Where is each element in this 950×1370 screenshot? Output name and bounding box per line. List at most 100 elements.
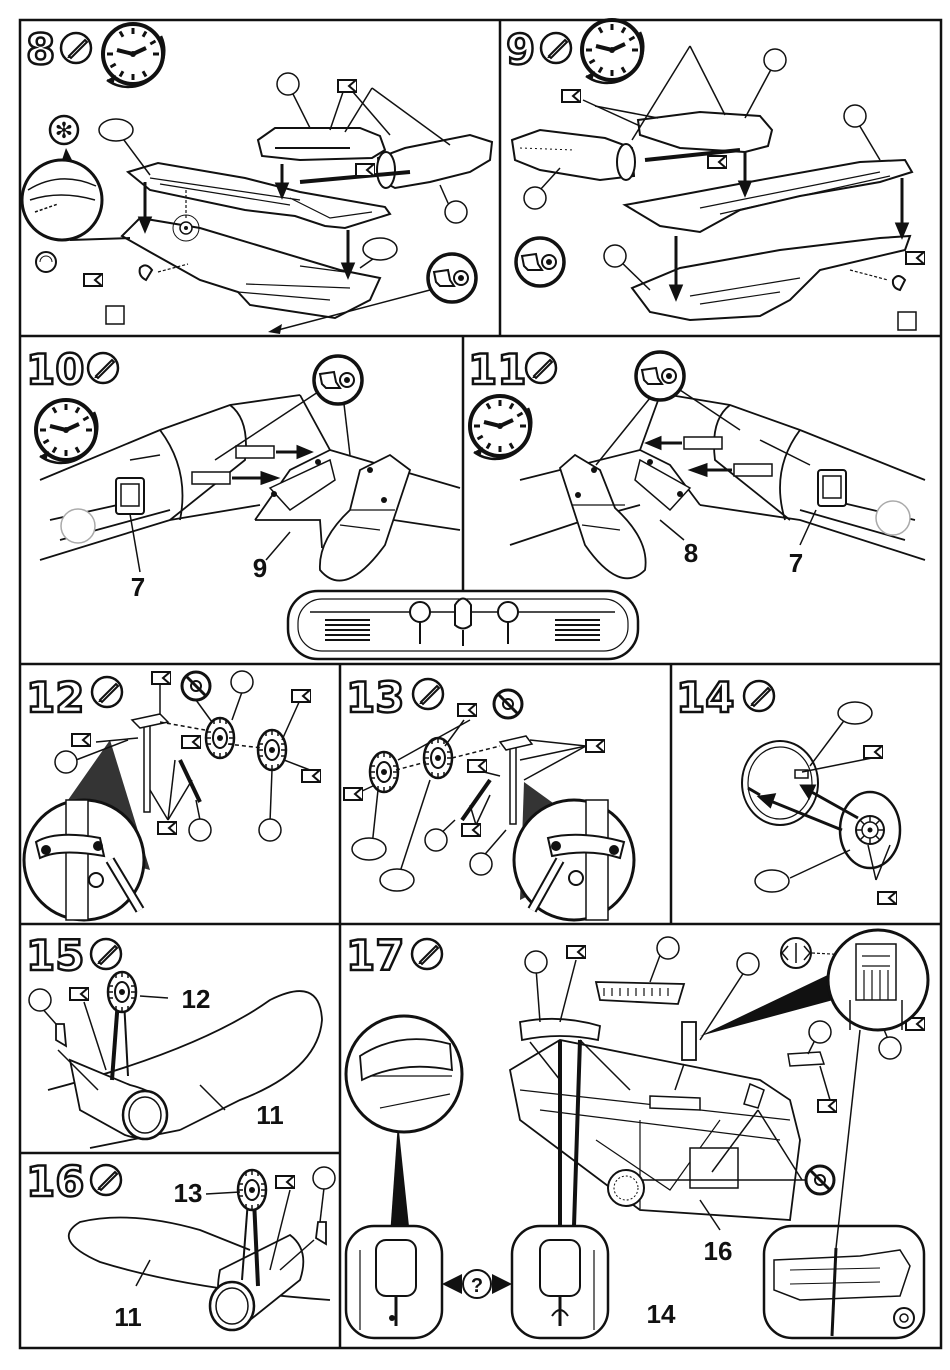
part-number-circle <box>189 819 211 841</box>
part-number-circle <box>809 1021 831 1043</box>
part-number-circle <box>29 989 51 1011</box>
part-label: 9 <box>253 553 267 583</box>
antenna-mast-part <box>682 1022 696 1060</box>
drying-time-clock-icon <box>36 400 97 463</box>
wheel-part <box>206 718 234 758</box>
part-label: 11 <box>256 1100 284 1130</box>
step-number: 10 <box>26 345 84 394</box>
decal-flag-icon <box>356 164 374 176</box>
wheel-part <box>108 972 136 1012</box>
flap-part <box>635 460 690 510</box>
glue-icon <box>744 681 774 711</box>
part-number-circle <box>524 187 546 209</box>
decal-flag-icon <box>586 740 604 752</box>
part-number-circle <box>844 105 866 127</box>
no-glue-icon <box>494 690 522 718</box>
glue-icon <box>412 939 442 969</box>
part-number-circle <box>525 951 547 973</box>
part-number-circle <box>737 953 759 975</box>
radiator-insert <box>236 446 274 458</box>
glue-icon <box>541 33 571 63</box>
step-number: 9 <box>506 25 535 74</box>
part-label: 7 <box>131 572 145 602</box>
decal-flag-icon <box>276 1176 294 1188</box>
step-number: 16 <box>26 1157 84 1206</box>
decal-flag-icon <box>344 788 362 800</box>
decal-flag-icon <box>567 946 585 958</box>
no-glue-icon <box>806 1166 834 1194</box>
step-14: 14 <box>676 673 900 904</box>
step-number: 17 <box>346 931 404 980</box>
no-glue-icon <box>182 672 210 700</box>
step-9: 9 <box>506 20 924 330</box>
step-number: 14 <box>676 673 734 722</box>
front-view-reference <box>288 591 638 659</box>
decal-flag-icon <box>158 822 176 834</box>
glue-icon <box>61 33 91 63</box>
part-number-oval <box>352 838 386 860</box>
svg-text:✻: ✻ <box>55 119 73 144</box>
step-number: 11 <box>468 345 526 394</box>
landing-gear-strut <box>510 744 516 824</box>
wheel-part <box>238 1170 266 1210</box>
decal-flag-icon <box>338 80 356 92</box>
part-number-circle <box>277 73 299 95</box>
part-label: 11 <box>114 1302 142 1332</box>
decal-flag-icon <box>72 734 90 746</box>
glue-icon <box>92 677 122 707</box>
step-11: 11 8 7 <box>468 345 925 578</box>
upper-wing-part <box>625 160 912 232</box>
tail-wheel-fork <box>742 741 818 825</box>
lower-wing-part <box>632 236 910 320</box>
flap-part <box>270 460 335 510</box>
detail-inset-circle <box>22 160 102 240</box>
drying-time-clock-icon <box>470 396 531 459</box>
upper-wing-part <box>128 163 390 228</box>
glue-icon <box>88 353 118 383</box>
decal-flag-icon <box>152 672 170 684</box>
part-number-circle <box>657 937 679 959</box>
decal-flag-icon <box>84 274 102 286</box>
decal-reference-icon <box>314 356 362 404</box>
vent-grille-part <box>596 982 684 1004</box>
radiator-insert <box>684 437 722 449</box>
drying-time-clock-icon <box>582 20 643 83</box>
step-number: 15 <box>26 931 84 980</box>
radiator-insert <box>734 464 772 476</box>
part-number-circle <box>313 1167 335 1189</box>
part-number-oval <box>838 702 872 724</box>
part-number-oval <box>363 238 397 260</box>
decal-flag-icon <box>302 770 320 782</box>
part-label: 16 <box>704 1236 733 1266</box>
decal-flag-icon <box>70 988 88 1000</box>
landing-gear-strut <box>144 722 150 812</box>
step-8: 8 <box>22 24 492 334</box>
part-label: 7 <box>789 548 803 578</box>
decal-flag-icon <box>182 736 200 748</box>
step-number: 8 <box>26 25 55 74</box>
decal-flag-icon <box>878 892 896 904</box>
step-13: 13 <box>344 673 634 920</box>
step-number: 12 <box>26 673 84 722</box>
part-number-circle <box>55 751 77 773</box>
decal-flag-icon <box>864 746 882 758</box>
nacelle-cowl-part <box>512 130 634 180</box>
part-number-oval <box>380 869 414 891</box>
part-label: 12 <box>182 984 211 1014</box>
tail-wheel-part <box>894 1308 914 1328</box>
decal-flag-icon <box>292 690 310 702</box>
part-number-circle <box>470 853 492 875</box>
decal-flag-icon <box>468 760 486 772</box>
glue-icon <box>526 353 556 383</box>
radiator-insert <box>192 472 230 484</box>
checkbox-square <box>898 312 916 330</box>
step-17: 17 <box>346 930 928 1338</box>
nacelle-top-part <box>258 128 385 160</box>
part-number-circle <box>231 671 253 693</box>
part-number-circle <box>259 819 281 841</box>
glue-icon <box>413 679 443 709</box>
fuselage-part <box>510 1040 800 1220</box>
part-number-circle <box>604 245 626 267</box>
decal-reference-icon <box>516 238 564 286</box>
